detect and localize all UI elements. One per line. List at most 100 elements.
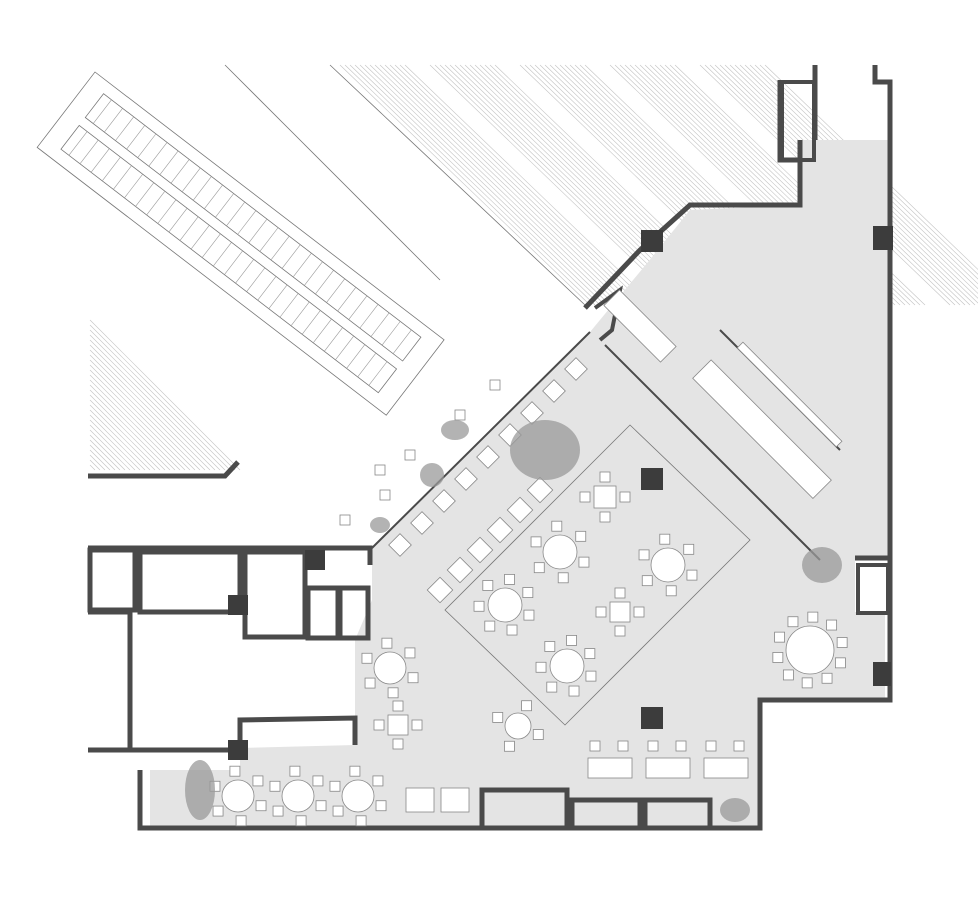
chair xyxy=(312,775,324,787)
hatch-line xyxy=(89,354,206,471)
elevator xyxy=(87,547,138,613)
planting xyxy=(720,798,750,822)
escalator-step xyxy=(224,250,243,275)
chair xyxy=(599,511,611,523)
escalator-step xyxy=(170,159,190,184)
dining-zone xyxy=(444,424,751,726)
chair xyxy=(647,740,659,752)
lounge-table xyxy=(405,787,435,813)
chair xyxy=(821,672,833,684)
chair xyxy=(595,606,607,618)
escalator-step xyxy=(335,335,354,361)
escalator-step xyxy=(301,310,321,335)
escalator-step xyxy=(192,176,212,201)
chair xyxy=(272,805,284,817)
chair xyxy=(504,740,515,752)
escalator-2 xyxy=(60,124,398,394)
chair xyxy=(801,677,813,689)
hatch-line xyxy=(339,64,591,306)
escalator-step xyxy=(115,116,134,141)
chair xyxy=(289,765,301,777)
chair xyxy=(826,619,838,631)
escalator-step xyxy=(281,244,301,269)
chair xyxy=(404,647,416,659)
banquette-table xyxy=(645,757,691,779)
planting xyxy=(441,420,469,440)
escalator-step xyxy=(304,261,323,286)
escalator-step xyxy=(79,139,99,165)
booth-seat xyxy=(542,379,566,403)
chair xyxy=(521,700,532,712)
escalator-step xyxy=(270,235,290,261)
hatch-line xyxy=(89,334,226,471)
chair xyxy=(614,587,626,599)
booth-table xyxy=(426,576,454,604)
hatch-line xyxy=(344,64,596,306)
hatch-line xyxy=(89,434,126,471)
hatch-line xyxy=(89,389,171,471)
chair xyxy=(619,491,631,503)
escalator-step xyxy=(159,150,179,175)
chair xyxy=(807,611,819,623)
square-table xyxy=(609,601,631,623)
chair xyxy=(212,805,224,817)
round-table xyxy=(341,779,375,813)
chair xyxy=(641,575,653,587)
hatch-line xyxy=(89,364,196,471)
round-table-set xyxy=(329,765,387,827)
escalator-enclosure xyxy=(36,71,445,416)
chair xyxy=(686,569,698,581)
chair xyxy=(675,740,687,752)
escalator-step xyxy=(126,125,146,150)
escalator-step xyxy=(113,165,132,190)
chair xyxy=(772,652,784,663)
hatch-line xyxy=(89,359,201,471)
escalator-step xyxy=(157,199,177,224)
square-table xyxy=(593,485,617,509)
planting xyxy=(802,547,842,583)
lounge-table xyxy=(440,787,470,813)
escalator-steps xyxy=(68,99,412,386)
escalator-step xyxy=(292,253,312,278)
round-table-set xyxy=(492,700,544,752)
chair xyxy=(638,549,650,561)
chair xyxy=(566,634,577,646)
escalator-step xyxy=(324,327,343,352)
chair xyxy=(484,620,496,632)
escalator-step xyxy=(201,233,221,258)
hatch-line xyxy=(89,424,136,471)
hatch-line xyxy=(89,324,236,471)
counter xyxy=(603,289,677,363)
hatch-line xyxy=(89,384,176,471)
chair xyxy=(375,800,387,812)
chair xyxy=(578,556,590,568)
square-table-set xyxy=(579,471,631,523)
escalator-step xyxy=(137,133,157,158)
bar-counters xyxy=(692,341,843,500)
chair xyxy=(589,740,601,752)
chair xyxy=(665,585,677,597)
chair xyxy=(584,648,596,659)
escalator-step xyxy=(101,156,121,182)
chair xyxy=(533,562,545,574)
booth-seat xyxy=(520,401,544,425)
round-table xyxy=(785,625,835,675)
escalator-step xyxy=(213,242,232,267)
chair xyxy=(355,815,367,827)
hatch-line xyxy=(364,64,616,306)
hatch-line xyxy=(434,64,686,306)
chair xyxy=(544,641,556,652)
chair xyxy=(506,624,518,636)
chair xyxy=(683,543,695,555)
chair xyxy=(295,815,307,827)
booth-seat xyxy=(454,467,478,491)
void-edge xyxy=(224,64,441,281)
hatch-line xyxy=(359,64,611,306)
chair xyxy=(407,672,419,684)
hatch-line xyxy=(379,64,631,306)
booth-seat xyxy=(410,511,434,535)
escalator-step xyxy=(337,287,357,312)
escalators xyxy=(36,71,445,416)
escalator-step xyxy=(259,227,279,252)
